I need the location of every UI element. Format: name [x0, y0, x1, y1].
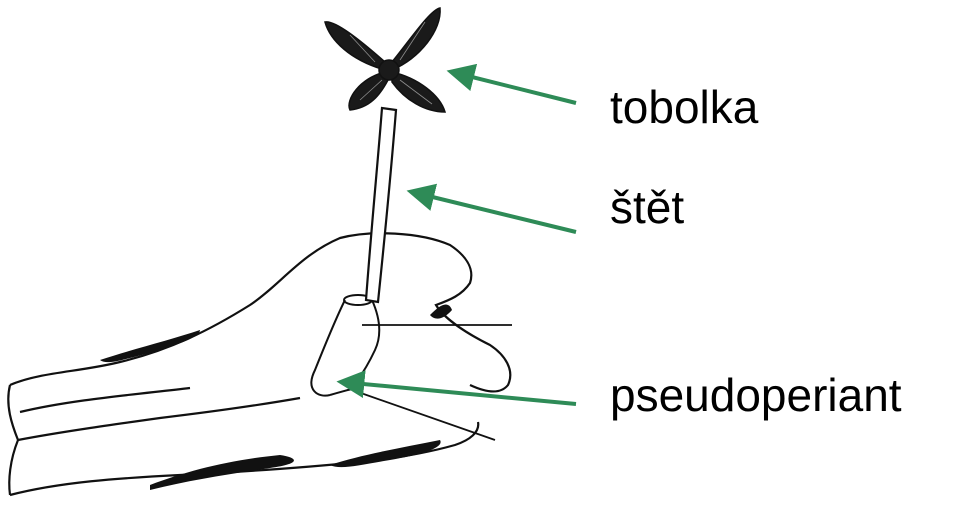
- label-seta: štět: [610, 184, 684, 230]
- capsule-valve-top-right: [392, 8, 440, 70]
- thallus: [8, 233, 510, 495]
- capsule-center: [379, 60, 399, 80]
- arrow-pseudoperianth: [342, 382, 576, 404]
- thallus-margin: [20, 388, 190, 412]
- arrow-seta: [412, 192, 576, 232]
- seta-stalk: [366, 108, 396, 302]
- arrow-capsule: [452, 72, 576, 103]
- thallus-shading: [100, 305, 452, 490]
- capsule: [325, 8, 445, 112]
- thallus-edge-left: [8, 385, 18, 495]
- drawing-pointer-lines: [358, 325, 512, 440]
- capsule-valve-top-left: [325, 22, 385, 70]
- thallus-outline-lower: [10, 422, 478, 495]
- label-capsule: tobolka: [610, 84, 758, 130]
- label-pseudoperianth: pseudoperiant: [610, 372, 902, 418]
- capsule-valve-bottom-right: [392, 72, 445, 112]
